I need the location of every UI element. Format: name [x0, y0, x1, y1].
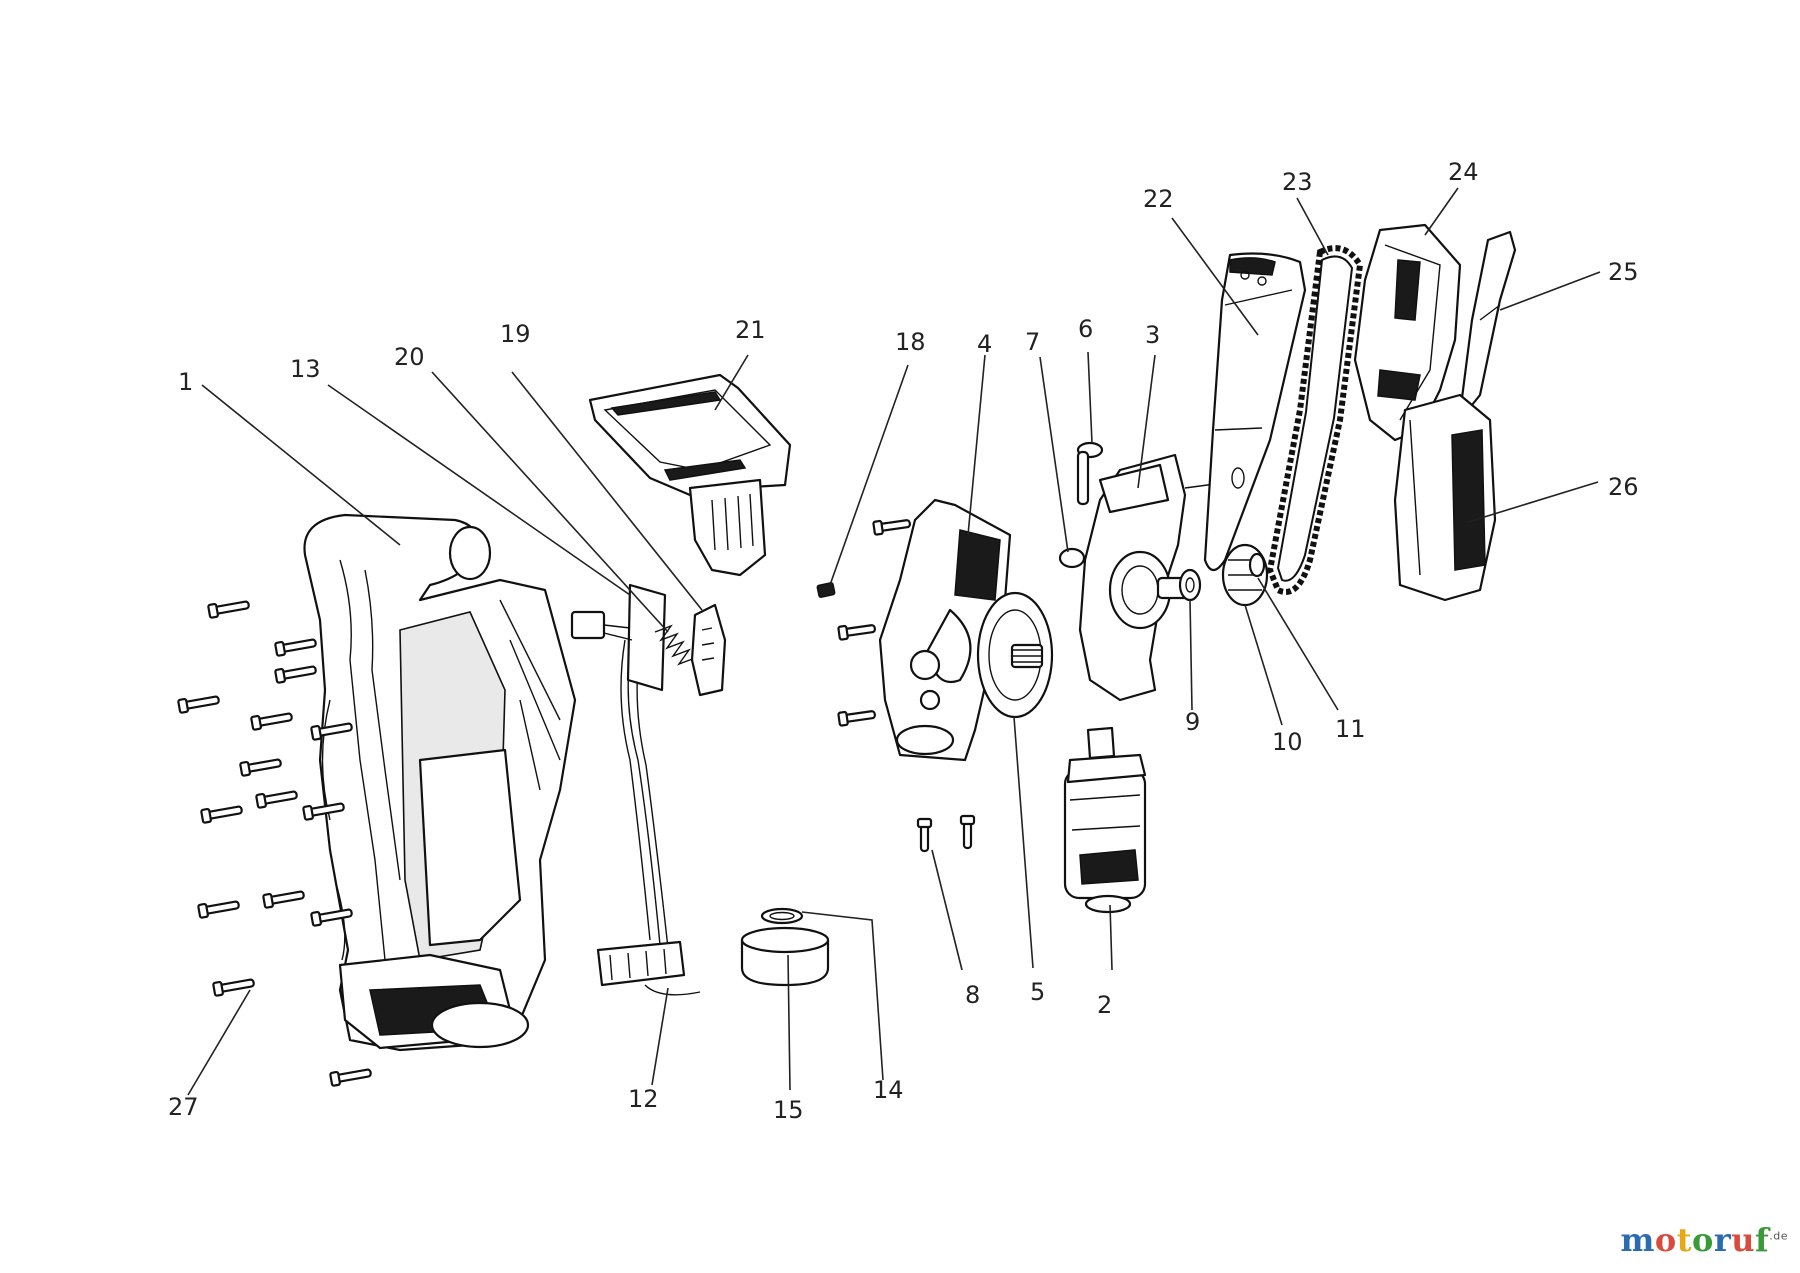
label-9: 9 [1185, 708, 1200, 736]
label-20: 20 [394, 343, 425, 371]
part-19-trigger [690, 603, 727, 697]
motoruf-watermark: motoruf.de [1621, 1221, 1788, 1259]
watermark-letter: o [1692, 1221, 1714, 1259]
leader-12 [651, 987, 669, 1086]
watermark-letter: f [1754, 1221, 1770, 1259]
label-11: 11 [1335, 715, 1366, 743]
leader-25 [1499, 271, 1601, 311]
label-13: 13 [290, 355, 321, 383]
part-13-switch-board [570, 583, 667, 692]
leader-22 [1171, 217, 1259, 336]
leader-7 [1039, 356, 1069, 553]
leader-26 [1467, 481, 1599, 523]
part-23-chain [1266, 245, 1364, 595]
watermark-letter: t [1676, 1221, 1693, 1259]
watermark-logo: motoruf [1621, 1221, 1770, 1259]
part-26-side-cover [1393, 393, 1497, 602]
part-15-cap [740, 926, 830, 987]
label-23: 23 [1282, 168, 1313, 196]
part-11-clip [1248, 552, 1266, 578]
leader-24 [1424, 187, 1459, 236]
label-21: 21 [735, 316, 766, 344]
label-5: 5 [1030, 978, 1045, 1006]
leader-2 [1109, 904, 1113, 971]
leader-9 [1189, 599, 1193, 711]
part-12-wiring-harness [596, 639, 701, 996]
label-6: 6 [1078, 315, 1093, 343]
label-8: 8 [965, 981, 980, 1009]
watermark-letter: m [1620, 1221, 1655, 1259]
leader-11 [1257, 577, 1339, 711]
part-24-guard [1353, 223, 1462, 442]
part-3-gearbox [1078, 453, 1216, 702]
leader-21 [714, 354, 749, 411]
label-18: 18 [895, 328, 926, 356]
leader-4 [967, 354, 986, 536]
watermark-letter: o [1654, 1221, 1677, 1259]
leader-27 [187, 989, 251, 1096]
label-27: 27 [168, 1093, 199, 1121]
part-22-guide-bar [1203, 252, 1307, 572]
part-8-screws [916, 814, 976, 853]
label-19: 19 [500, 320, 531, 348]
leader-14 [801, 911, 884, 1081]
label-24: 24 [1448, 158, 1479, 186]
leader-8 [931, 849, 963, 971]
label-15: 15 [773, 1096, 804, 1124]
label-7: 7 [1025, 328, 1040, 356]
leader-18 [829, 364, 909, 586]
part-27-screws [177, 600, 372, 1087]
part-18-key [816, 582, 836, 598]
leader-19 [511, 371, 703, 611]
part-14-ring [760, 907, 804, 925]
part-2-motor [1063, 726, 1147, 914]
part-21-cover [588, 373, 792, 577]
label-1: 1 [178, 368, 193, 396]
label-14: 14 [873, 1076, 904, 1104]
part-25-strip [1460, 230, 1517, 407]
leader-15 [787, 954, 791, 1091]
leader-1 [201, 384, 401, 546]
label-2: 2 [1097, 991, 1112, 1019]
part-7-pin [1058, 547, 1086, 569]
watermark-suffix: .de [1769, 1229, 1788, 1243]
leader-23 [1296, 197, 1329, 256]
part-1-housing [303, 513, 577, 1052]
leader-10 [1244, 604, 1283, 726]
leader-5 [1013, 716, 1034, 969]
label-22: 22 [1143, 185, 1174, 213]
label-12: 12 [628, 1085, 659, 1113]
part-9-washer [1178, 568, 1202, 602]
part-labels: 1 2 3 4 5 6 7 8 9 10 11 12 13 14 15 18 1… [168, 158, 1639, 1124]
label-10: 10 [1272, 728, 1303, 756]
leader-13 [327, 384, 631, 596]
watermark-letter: r [1713, 1221, 1732, 1259]
part-6-bolt [1076, 441, 1104, 506]
leader-6 [1087, 351, 1093, 444]
watermark-letter: u [1731, 1221, 1755, 1259]
label-26: 26 [1608, 473, 1639, 501]
part-4-gear-plate [837, 498, 1012, 762]
label-4: 4 [977, 330, 992, 358]
leader-20 [431, 371, 669, 633]
leader-3 [1137, 354, 1156, 489]
part-20-spring [654, 624, 696, 666]
label-25: 25 [1608, 258, 1639, 286]
part-5-gear [976, 591, 1054, 719]
label-3: 3 [1145, 321, 1160, 349]
leader-lines [187, 187, 1601, 1096]
